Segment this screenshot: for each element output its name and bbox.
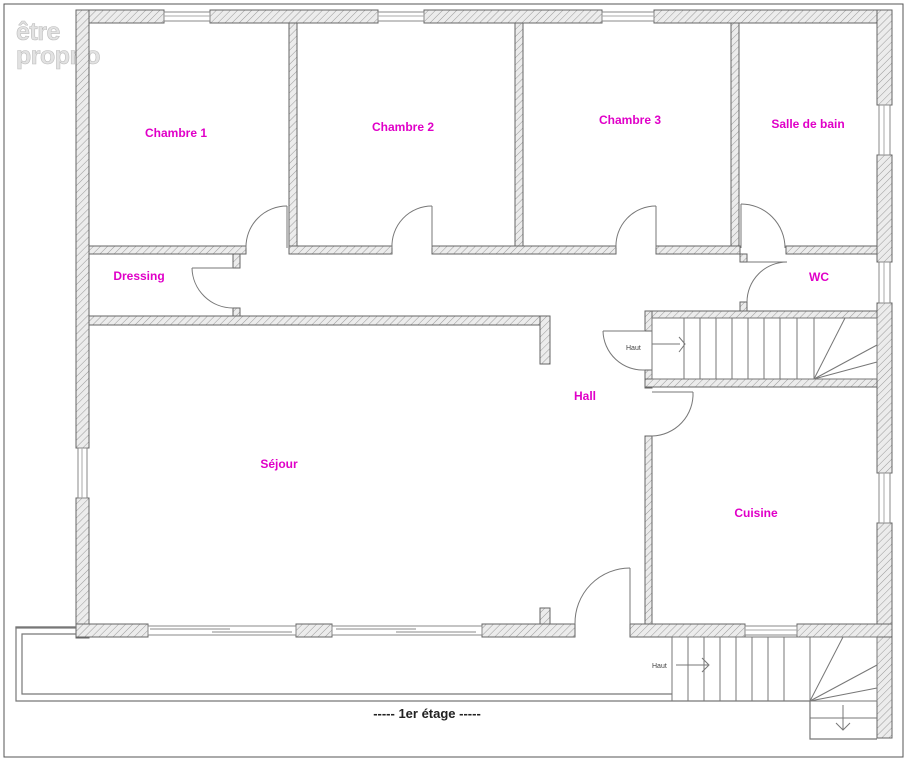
logo-line-1: être [16, 18, 60, 46]
staircase-upper [651, 317, 878, 380]
room-label-cuisine: Cuisine [734, 506, 778, 520]
terrace [15, 626, 877, 740]
windows [77, 11, 891, 636]
stair-label-upper: Haut [626, 345, 641, 352]
room-label-salle-de-bain: Salle de bain [771, 117, 844, 131]
room-label-chambre-1: Chambre 1 [145, 126, 207, 140]
room-label-hall: Hall [574, 389, 596, 403]
exterior-walls [75, 9, 893, 739]
room-label-sejour: Séjour [260, 457, 298, 471]
image-frame [3, 3, 904, 758]
room-label-chambre-2: Chambre 2 [372, 120, 434, 134]
room-label-chambre-3: Chambre 3 [599, 113, 661, 127]
interior-walls [88, 22, 878, 625]
stair-label-lower: Haut [652, 663, 667, 670]
doors [191, 203, 788, 625]
room-label-wc: WC [809, 270, 829, 284]
floor-caption: ----- 1er étage ----- [373, 706, 481, 721]
staircase-lower [671, 636, 878, 731]
room-label-dressing: Dressing [113, 269, 164, 283]
